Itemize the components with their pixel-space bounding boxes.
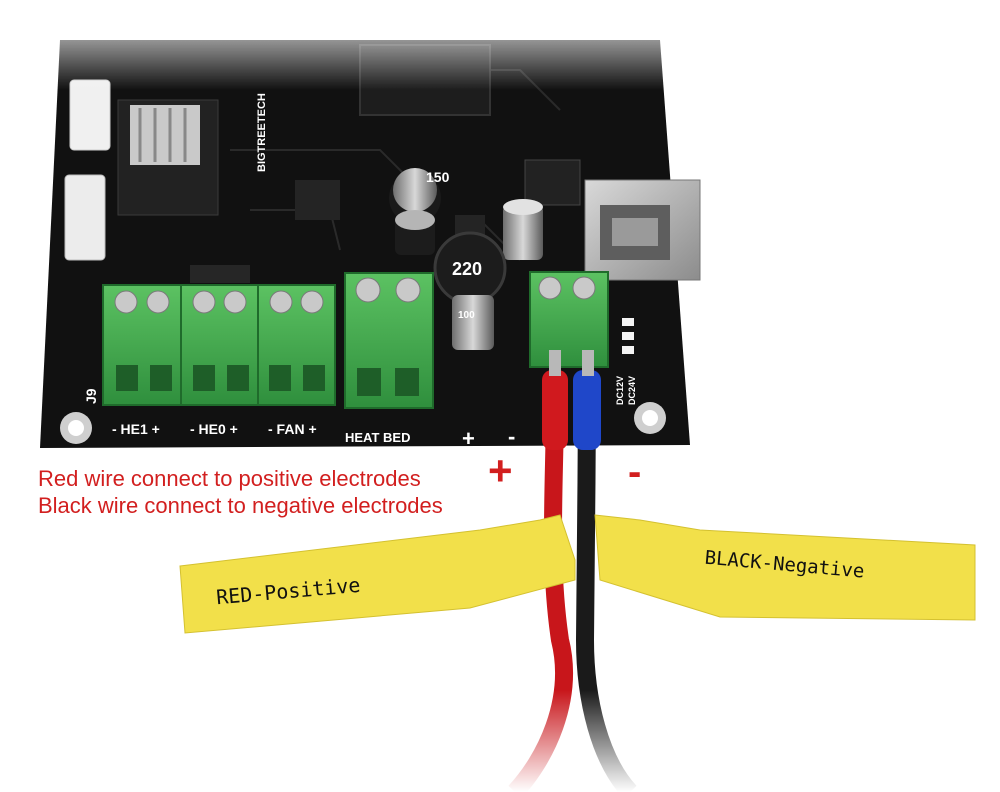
brand-silkscreen: BIGTREETECH xyxy=(256,93,268,172)
stepper-driver-module xyxy=(117,99,219,216)
label-dc12v: DC12V xyxy=(615,376,625,405)
plus-sign: + xyxy=(488,447,513,494)
caption-red-wire: Red wire connect to positive electrodes xyxy=(38,466,421,491)
label-fan: - FAN + xyxy=(268,421,317,437)
capacitor xyxy=(503,199,543,260)
svg-text:150: 150 xyxy=(426,169,450,185)
tag-red-positive: RED-Positive xyxy=(179,514,576,634)
label-heat-bed: HEAT BED xyxy=(345,430,410,445)
terminal-block-outputs xyxy=(102,284,336,406)
inductor: 220 xyxy=(433,231,507,305)
capacitor: 100 xyxy=(452,295,494,350)
label-dc24v: DC24V xyxy=(627,376,637,405)
caption-black-wire: Black wire connect to negative electrode… xyxy=(38,493,443,518)
capacitor xyxy=(395,210,435,255)
label-he0: - HE0 + xyxy=(190,421,238,437)
driver-chip xyxy=(524,159,581,206)
svg-text:220: 220 xyxy=(452,259,482,279)
tag-black-negative: BLACK-Negative xyxy=(594,514,976,621)
usb-connector xyxy=(584,179,701,281)
terminal-block-heatbed xyxy=(344,272,434,409)
mounting-hole xyxy=(634,402,666,434)
capacitor: 150 xyxy=(389,168,450,224)
jst-connector xyxy=(64,174,106,261)
jst-connector xyxy=(69,79,111,151)
label-power-minus: - xyxy=(508,424,515,449)
terminal-block-power xyxy=(529,271,609,368)
label-j9: J9 xyxy=(83,388,99,404)
minus-sign: - xyxy=(628,450,642,494)
label-he1: - HE1 + xyxy=(112,421,160,437)
svg-text:100: 100 xyxy=(458,310,475,321)
mounting-hole xyxy=(60,412,92,444)
label-power-plus: + xyxy=(462,426,475,451)
